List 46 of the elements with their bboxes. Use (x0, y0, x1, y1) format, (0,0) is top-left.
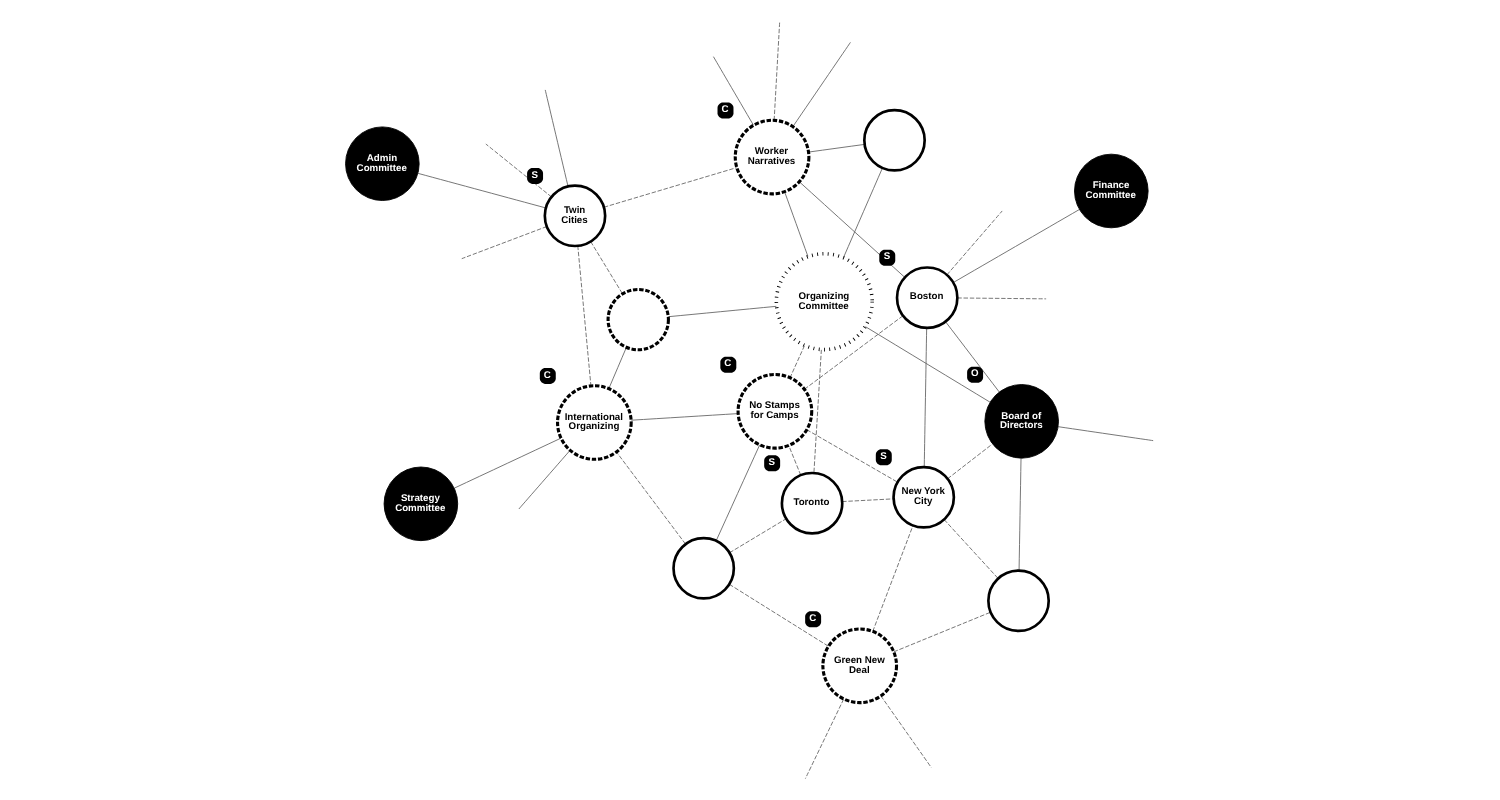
connector (808, 143, 865, 153)
connector (616, 451, 686, 545)
node-circle (987, 569, 1051, 633)
connector (729, 518, 787, 554)
connector (946, 210, 1003, 276)
connector (485, 143, 552, 198)
connector (577, 245, 592, 387)
connector (864, 326, 991, 403)
connector (813, 349, 822, 474)
connector (773, 20, 781, 121)
connector (804, 315, 904, 390)
connector (544, 89, 569, 187)
connector (957, 297, 1047, 300)
connector (943, 519, 999, 579)
connector (923, 327, 928, 468)
connector (788, 445, 802, 476)
connector (880, 695, 932, 768)
connector (630, 413, 739, 421)
connector (947, 443, 993, 480)
connector (715, 444, 761, 542)
connector (893, 611, 992, 653)
connector (603, 167, 737, 208)
connector (806, 429, 898, 483)
connector (417, 172, 547, 209)
connector (843, 167, 883, 259)
connector (799, 181, 906, 278)
connector (872, 525, 914, 632)
connector (1057, 426, 1154, 442)
connector (792, 41, 851, 127)
connector (784, 191, 809, 257)
connector (461, 226, 548, 260)
connector (1018, 458, 1022, 571)
connector (945, 321, 1000, 393)
node-circle (863, 108, 926, 172)
connector (453, 437, 562, 489)
node-circle (606, 287, 670, 352)
connector (518, 449, 571, 510)
connector (668, 305, 777, 318)
connector (953, 209, 1080, 283)
connector (590, 241, 623, 295)
connector (789, 345, 805, 378)
connector (804, 698, 845, 780)
connector (729, 583, 829, 647)
connector (841, 498, 894, 502)
connector (608, 347, 627, 389)
node-circle (672, 536, 736, 600)
